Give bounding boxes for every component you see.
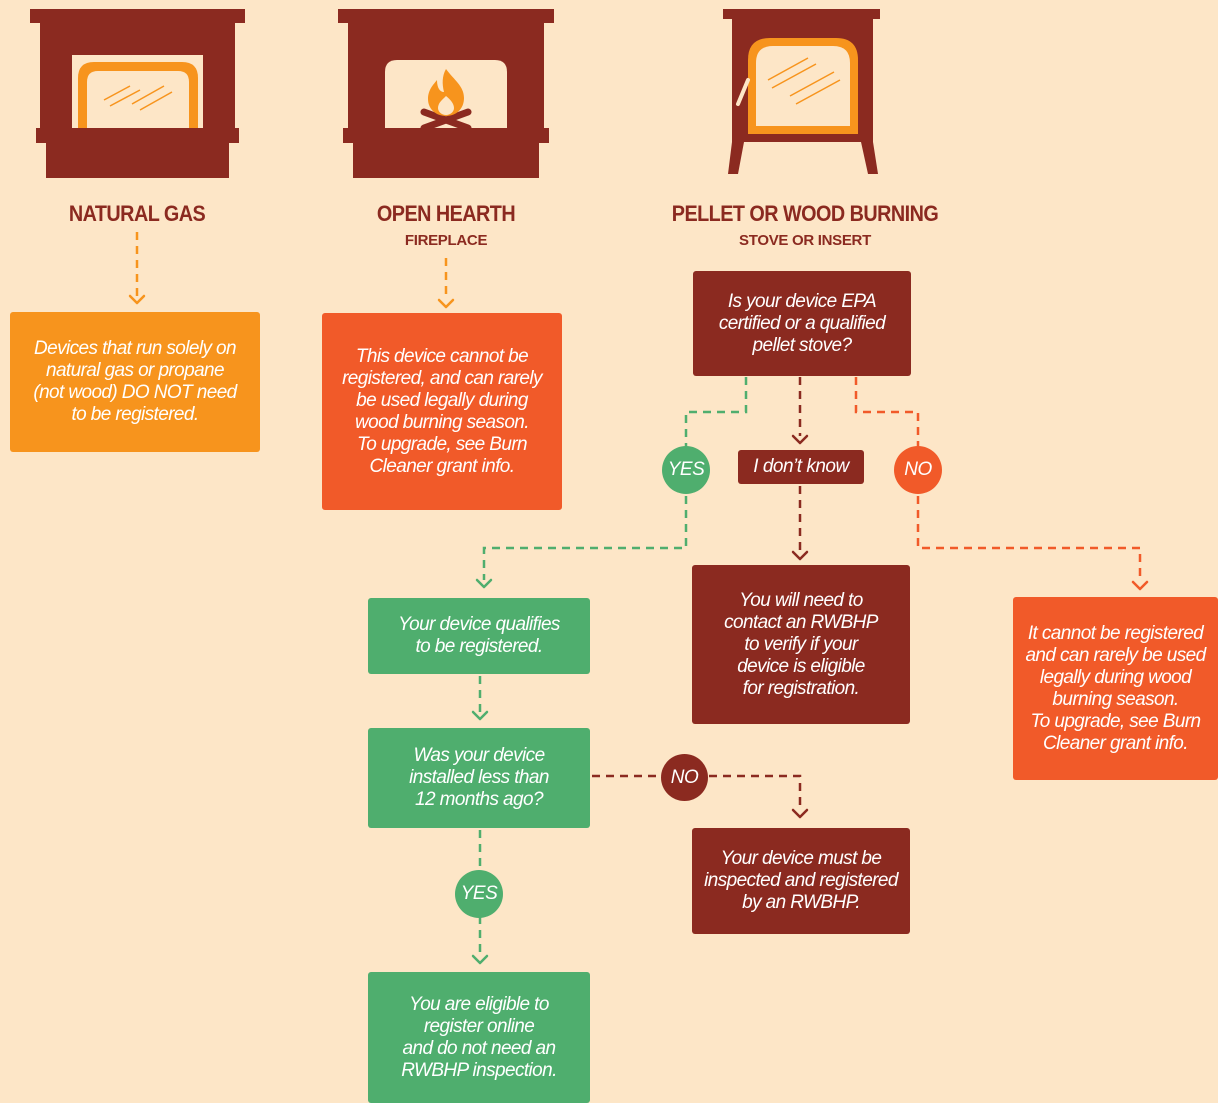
arrowhead-gas bbox=[128, 294, 146, 305]
title-open-hearth: OPEN HEARTH bbox=[376, 201, 516, 226]
arrowhead-dontknow bbox=[791, 434, 809, 445]
cannot-register-box: It cannot be registered and can rarely b… bbox=[1013, 597, 1218, 780]
yes-circle: YES bbox=[662, 446, 710, 494]
gas-fireplace-icon bbox=[30, 9, 245, 178]
must-inspect-box: Your device must be inspected and regist… bbox=[692, 828, 910, 934]
title-pellet-wood: PELLET OR WOOD BURNING bbox=[671, 201, 939, 226]
epa-question-box: Is your device EPA certified or a qualif… bbox=[693, 271, 911, 376]
installed-question-box: Was your device installed less than 12 m… bbox=[368, 728, 590, 828]
arrowhead-eligible bbox=[471, 954, 489, 965]
hearth-note-box: This device cannot be registered, and ca… bbox=[322, 313, 562, 510]
title-natural-gas: NATURAL GAS bbox=[68, 201, 206, 226]
no-installed-circle: NO bbox=[661, 754, 708, 801]
yes-installed-circle: YES bbox=[455, 870, 503, 918]
qualifies-box: Your device qualifies to be registered. bbox=[368, 598, 590, 674]
arrowhead-installed bbox=[471, 710, 489, 721]
arrowhead-hearth bbox=[437, 298, 455, 309]
connector-no-cannot bbox=[916, 496, 1142, 582]
arrowhead-qualifies bbox=[475, 578, 493, 589]
arrowhead-cannot bbox=[1131, 580, 1149, 591]
eligible-online-box: You are eligible to register online and … bbox=[368, 972, 590, 1103]
connector-yes-qualifies bbox=[482, 496, 688, 580]
no-circle: NO bbox=[894, 446, 942, 494]
arrowhead-inspect bbox=[791, 808, 809, 819]
open-hearth-fireplace-icon bbox=[338, 9, 554, 178]
subtitle-pellet-wood: STOVE OR INSERT bbox=[739, 232, 871, 249]
connector-no-inspect bbox=[709, 774, 802, 810]
connector-epa-no bbox=[854, 377, 920, 450]
gas-note-box: Devices that run solely on natural gas o… bbox=[10, 312, 260, 452]
contact-rwbhp-box: You will need to contact an RWBHP to ver… bbox=[692, 565, 910, 724]
arrowhead-contact bbox=[791, 550, 809, 561]
dont-know-label: I don’t know bbox=[738, 450, 864, 484]
connector-epa-yes bbox=[684, 377, 748, 450]
wood-stove-icon bbox=[723, 9, 880, 174]
subtitle-open-hearth: FIREPLACE bbox=[404, 232, 488, 249]
